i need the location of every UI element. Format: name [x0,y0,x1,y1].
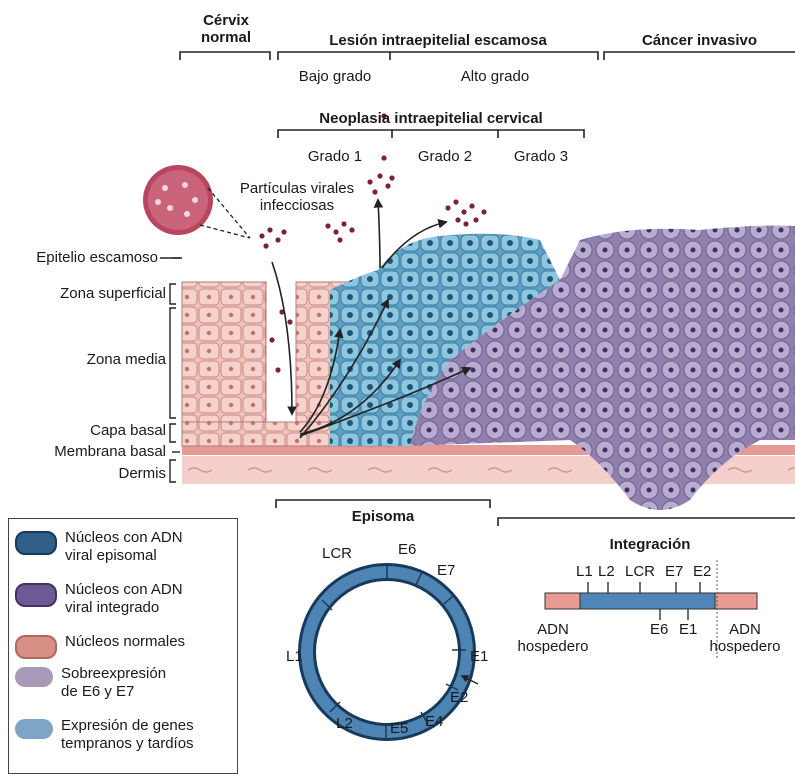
label-superficial-zone: Zona superficial [0,285,166,302]
integration-gene-e7: E7 [665,563,683,580]
label-dermis: Dermis [0,465,166,482]
integration-gene-e2: E2 [693,563,711,580]
legend-item-gene-expression: Expresión de genes tempranos y tardíos [15,717,194,753]
virus-particle-icon [143,165,213,235]
episome-title: Episoma [276,508,490,525]
integration-gene-e6: E6 [650,621,668,638]
header-high-grade: Alto grado [392,68,598,85]
episome-gene-e6: E6 [398,541,416,558]
normal-epithelium [182,282,266,422]
integration-gene-l1: L1 [576,563,593,580]
legend-text-normal: Núcleos normales [65,633,185,651]
legend-item-normal: Núcleos normales [15,633,185,659]
label-squamous-epithelium: Epitelio escamoso [0,249,158,266]
episome-gene-e2: E2 [450,689,468,706]
legend-text-gene-expression: Expresión de genes tempranos y tardíos [61,717,194,753]
label-basal-layer: Capa basal [0,422,166,439]
integration-gene-l2: L2 [598,563,615,580]
legend-text-overexpression: Sobreexpresión de E6 y E7 [61,665,166,701]
integration-title: Integración [580,536,720,553]
episome-circle [307,566,478,738]
integration-gene-lcr: LCR [625,563,655,580]
header-invasive-cancer: Cáncer invasivo [604,32,795,49]
episome-gene-e4: E4 [425,713,443,730]
header-cin: Neoplasia intraepitelial cervical [278,110,584,127]
legend-box: Núcleos con ADN viral episomal Núcleos c… [8,518,238,774]
integration-host-left: ADN hospedero [508,621,598,656]
episome-gene-l2: L2 [336,715,353,732]
integration-host-right: ADN hospedero [700,621,790,656]
episome-gene-l1: L1 [286,648,303,665]
header-low-grade: Bajo grado [280,68,390,85]
integration-gene-e1: E1 [679,621,697,638]
legend-text-episomal: Núcleos con ADN viral episomal [65,529,183,565]
legend-swatch-integrated [15,583,57,607]
legend-text-integrated: Núcleos con ADN viral integrado [65,581,183,617]
legend-swatch-gene-expression [15,719,53,739]
legend-item-episomal: Núcleos con ADN viral episomal [15,529,183,565]
header-normal-cervix: Cérvix normal [184,12,268,47]
header-grade3: Grado 3 [498,148,584,165]
episome-gene-e5: E5 [390,720,408,737]
legend-swatch-normal [15,635,57,659]
header-grade2: Grado 2 [392,148,498,165]
episome-gene-e7: E7 [437,562,455,579]
layer-brackets [170,258,180,482]
legend-item-overexpression: Sobreexpresión de E6 y E7 [15,665,166,701]
label-middle-zone: Zona media [0,351,166,368]
episome-gene-lcr: LCR [322,545,352,562]
viral-particles-label: Partículas virales infecciosas [222,180,372,215]
header-squamous-lesion: Lesión intraepitelial escamosa [278,32,598,49]
episome-gene-e1: E1 [470,648,488,665]
label-basement-membrane: Membrana basal [0,443,166,460]
legend-swatch-overexpression [15,667,53,687]
legend-swatch-episomal [15,531,57,555]
legend-item-integrated: Núcleos con ADN viral integrado [15,581,183,617]
header-grade1: Grado 1 [278,148,392,165]
